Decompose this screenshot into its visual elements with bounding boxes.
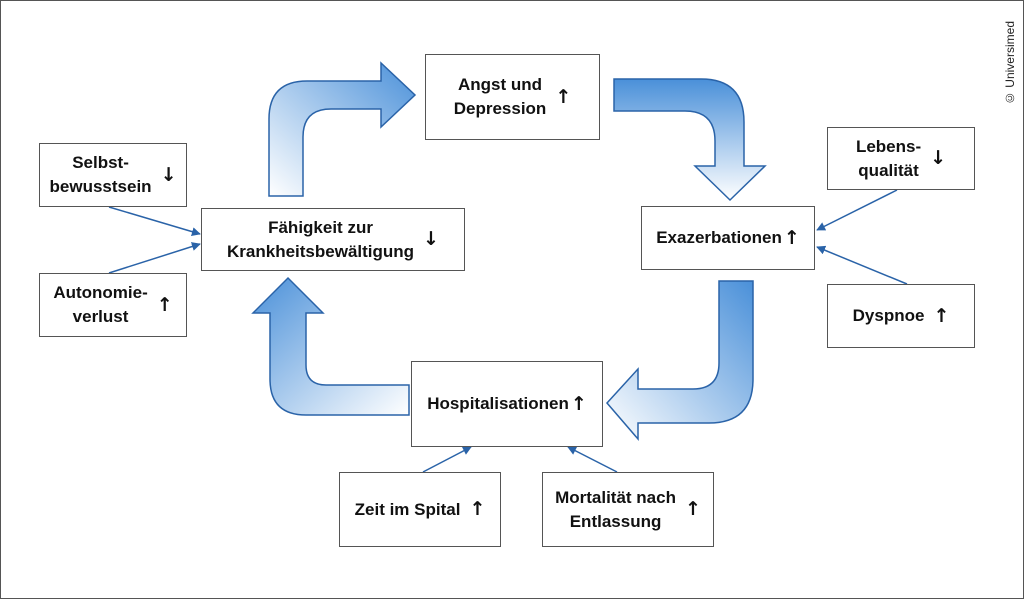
trend-arrow: ↑	[469, 498, 486, 521]
connector-dyspnoe	[816, 245, 908, 285]
connector-lebensqualitaet	[816, 189, 898, 231]
node-label: Dyspnoe	[852, 306, 925, 326]
copyright-notice: © Universimed	[1003, 21, 1017, 106]
node-hospitalisationen: Hospitalisationen ↑	[411, 361, 603, 447]
trend-arrow: ↑	[684, 498, 701, 521]
trend-arrow: ↑	[156, 293, 173, 316]
node-label: Fähigkeit zur Krankheitsbewältigung	[227, 217, 415, 261]
cycle-arrow-hospitalisationen-to-faehigkeit	[251, 276, 410, 416]
node-label: Lebens- qualität	[855, 136, 922, 180]
node-lebensqualitaet: Lebens- qualität ↓	[827, 127, 975, 190]
trend-arrow: ↓	[160, 163, 177, 186]
cycle-arrow-angst-to-exazerbationen	[613, 78, 767, 202]
connector-autonomieverlust	[108, 242, 201, 274]
node-label: Exazerbationen	[656, 228, 782, 248]
node-dyspnoe: Dyspnoe ↑	[827, 284, 975, 348]
connector-zeit-im-spital	[422, 446, 472, 473]
trend-arrow: ↓	[930, 147, 947, 170]
node-angst-depression: Angst und Depression ↑	[425, 54, 600, 140]
trend-arrow: ↑	[555, 85, 572, 108]
node-autonomieverlust: Autonomie- verlust ↑	[39, 273, 187, 337]
node-label: Angst und Depression	[453, 75, 547, 118]
node-label: Selbst- bewusstsein	[49, 153, 152, 196]
node-selbstbewusstsein: Selbst- bewusstsein ↓	[39, 143, 187, 207]
connector-mortalitaet	[567, 446, 618, 473]
node-zeit-im-spital: Zeit im Spital ↑	[339, 472, 501, 547]
trend-arrow: ↑	[783, 226, 800, 249]
cycle-arrow-exazerbationen-to-hospitalisationen	[605, 280, 754, 442]
connector-selbstbewusstsein	[108, 206, 201, 237]
node-label: Hospitalisationen	[427, 394, 569, 414]
node-faehigkeit-krankheitsbewaeltigung: Fähigkeit zur Krankheitsbewältigung ↓	[201, 208, 465, 271]
node-label: Autonomie- verlust	[53, 283, 148, 326]
node-label: Zeit im Spital	[354, 499, 461, 519]
node-mortalitaet-nach-entlassung: Mortalität nach Entlassung ↑	[542, 472, 714, 547]
node-label: Mortalität nach Entlassung	[555, 487, 676, 531]
trend-arrow: ↑	[933, 304, 950, 327]
trend-arrow: ↓	[423, 228, 439, 251]
trend-arrow: ↑	[570, 392, 587, 415]
cycle-arrow-faehigkeit-to-angst	[268, 61, 417, 197]
node-exazerbationen: Exazerbationen ↑	[641, 206, 815, 270]
